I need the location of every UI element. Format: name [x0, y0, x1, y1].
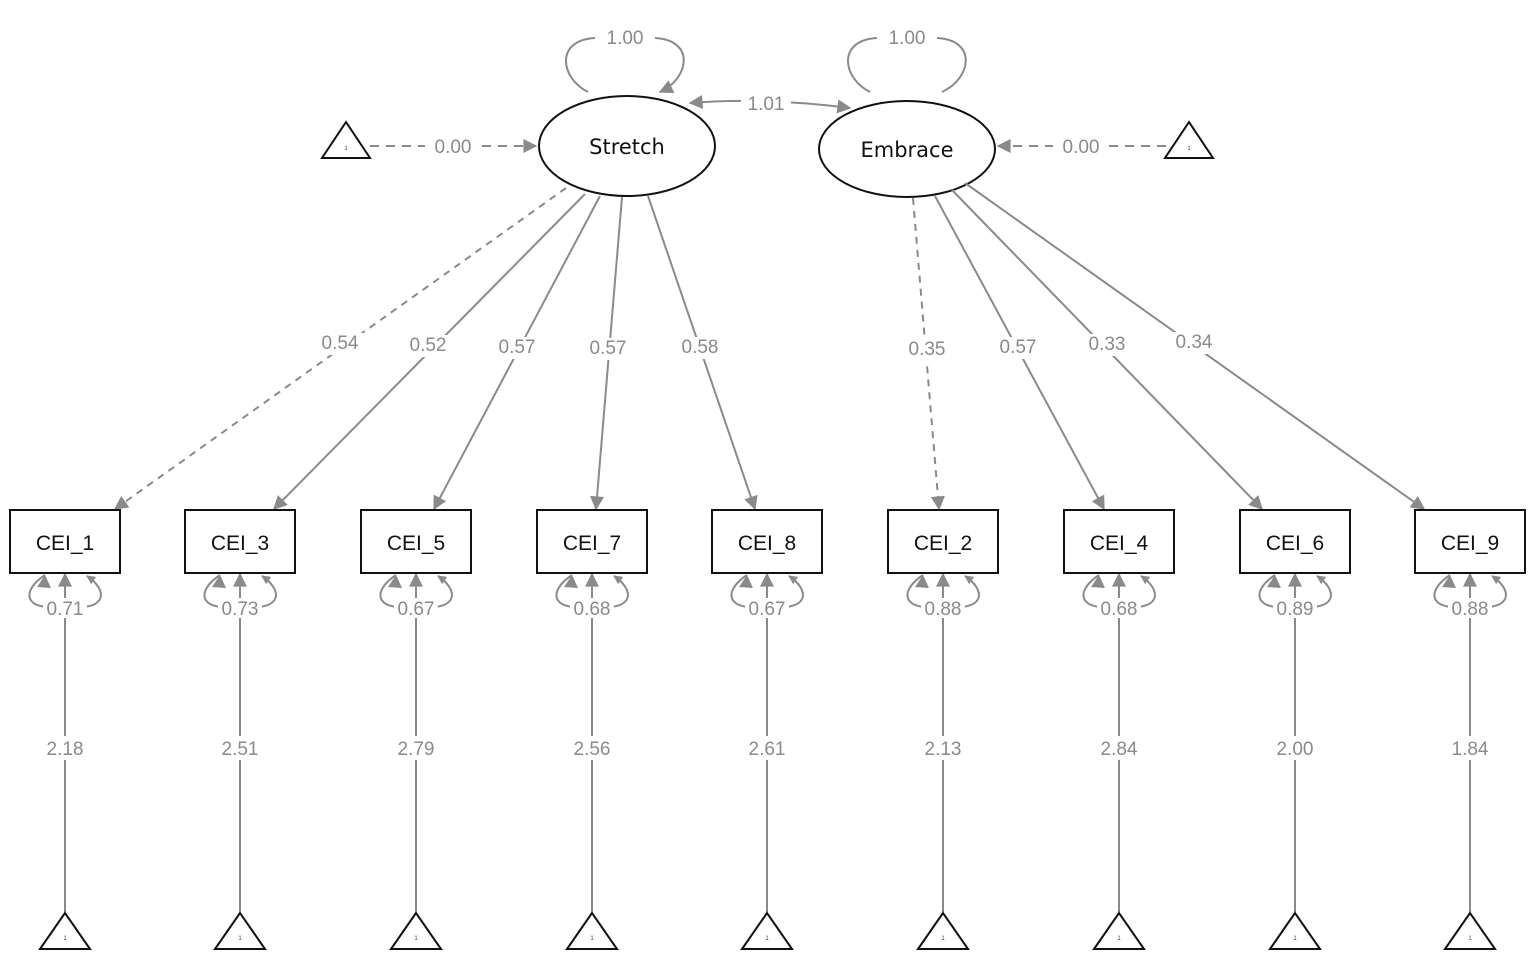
residual-label: 0.68 [574, 599, 611, 620]
intercept-label: 2.56 [574, 739, 611, 760]
latent-label-stretch: Stretch [589, 135, 665, 159]
observed-cei6[interactable]: CEI_6 [1239, 509, 1351, 574]
loading-label: 0.54 [322, 333, 359, 354]
observed-box [360, 509, 472, 574]
loading-label: 0.52 [410, 335, 447, 356]
constant-triangle: 1 [213, 911, 267, 950]
loading-label: 0.57 [1000, 337, 1037, 358]
constant-label: 1 [414, 936, 418, 942]
intercept-label: 2.13 [925, 739, 962, 760]
observed-nodes: CEI_1 1 CEI_3 1 CEI_5 1 CEI_7 1 CEI_8 1 CEI_2 1 CEI_… [9, 509, 1526, 950]
intercept-label: 2.18 [47, 739, 84, 760]
observed-cei8[interactable]: CEI_8 [711, 509, 823, 574]
constant-triangle: 1 [38, 911, 92, 950]
observed-cei2[interactable]: CEI_2 [887, 509, 999, 574]
residual-label: 0.71 [47, 599, 84, 620]
residual-label: 0.68 [1101, 599, 1138, 620]
intercept-label: 2.51 [222, 739, 259, 760]
observed-cei5[interactable]: CEI_5 [360, 509, 472, 574]
intercept-label: 2.79 [398, 739, 435, 760]
observed-cei9[interactable]: CEI_9 [1414, 509, 1526, 574]
constant-label: 1 [1293, 936, 1297, 942]
constant-triangle: 1 [565, 911, 619, 950]
constant-triangle: 1 [389, 911, 443, 950]
loading-label: 0.57 [590, 338, 627, 359]
constant-triangle: 1 [916, 911, 970, 950]
latent-ellipse-embrace [818, 100, 996, 198]
constant-label: 1 [941, 936, 945, 942]
loading-label: 0.35 [909, 339, 946, 360]
intercept-label: 2.00 [1277, 739, 1314, 760]
observed-label: CEI_5 [387, 532, 445, 555]
loading-label: 0.58 [682, 337, 719, 358]
intercept-label: 1.84 [1452, 739, 1489, 760]
constant-triangle-stretch [320, 120, 372, 159]
observed-cei4[interactable]: CEI_4 [1063, 509, 1175, 574]
observed-label: CEI_6 [1266, 532, 1324, 555]
residual-label: 0.88 [1452, 599, 1489, 620]
intercept-label: 2.61 [749, 739, 786, 760]
latent-embrace[interactable]: 1.00 Embrace 0.00 1 [818, 27, 1215, 198]
observed-label: CEI_1 [36, 532, 94, 555]
intercept-label-embrace: 0.00 [1063, 137, 1100, 158]
constant-triangle: 1 [1268, 911, 1322, 950]
observed-label: CEI_2 [914, 532, 972, 555]
constant-label: 1 [765, 936, 769, 942]
loading-label: 0.57 [499, 337, 536, 358]
covariance-path: 1.01 [688, 92, 852, 115]
observed-box [536, 509, 648, 574]
observed-box [887, 509, 999, 574]
constant-triangle: 1 [1092, 911, 1146, 950]
loading-label: 0.34 [1176, 332, 1213, 353]
loading-paths: 0.54 2.18 0.71 0.52 2.51 0.73 0.57 2.79 0.67 0.57… [28, 182, 1507, 912]
observed-cei7[interactable]: CEI_7 [536, 509, 648, 574]
constant-label: 1 [63, 936, 67, 942]
latent-stretch[interactable]: 1.00 Stretch 0.00 1 [320, 27, 716, 197]
residual-label: 0.67 [749, 599, 786, 620]
observed-label: CEI_3 [211, 532, 269, 555]
observed-label: CEI_8 [738, 532, 796, 555]
constant-label: 1 [1187, 146, 1191, 152]
constant-label: 1 [238, 936, 242, 942]
variance-label-stretch: 1.00 [607, 28, 644, 49]
observed-label: CEI_9 [1441, 532, 1499, 555]
latent-ellipse-stretch [538, 95, 716, 197]
residual-label: 0.73 [222, 599, 259, 620]
latent-label-embrace: Embrace [860, 138, 953, 162]
observed-cei1[interactable]: CEI_1 [9, 509, 121, 574]
constant-triangle: 1 [1443, 911, 1497, 950]
observed-box [1414, 509, 1526, 574]
observed-box [9, 509, 121, 574]
covariance-label: 1.01 [748, 94, 785, 115]
variance-loop-embrace [847, 37, 967, 93]
constant-triangle-embrace [1163, 120, 1215, 159]
variance-label-embrace: 1.00 [889, 28, 926, 49]
observed-label: CEI_4 [1090, 532, 1149, 555]
residual-label: 0.67 [398, 599, 435, 620]
constant-label: 1 [590, 936, 594, 942]
residual-label: 0.88 [925, 599, 962, 620]
observed-box [1063, 509, 1175, 574]
observed-cei3[interactable]: CEI_3 [184, 509, 296, 574]
observed-box [184, 509, 296, 574]
intercept-label: 2.84 [1101, 739, 1138, 760]
residual-label: 0.89 [1277, 599, 1314, 620]
intercept-label-stretch: 0.00 [435, 137, 472, 158]
variance-loop-stretch [565, 37, 685, 92]
constant-label: 1 [344, 146, 348, 152]
observed-box [1239, 509, 1351, 574]
loading-label: 0.33 [1089, 334, 1126, 355]
observed-box [711, 509, 823, 574]
constant-label: 1 [1468, 936, 1472, 942]
observed-label: CEI_7 [563, 532, 621, 555]
constant-label: 1 [1117, 936, 1121, 942]
constant-triangle: 1 [740, 911, 794, 950]
